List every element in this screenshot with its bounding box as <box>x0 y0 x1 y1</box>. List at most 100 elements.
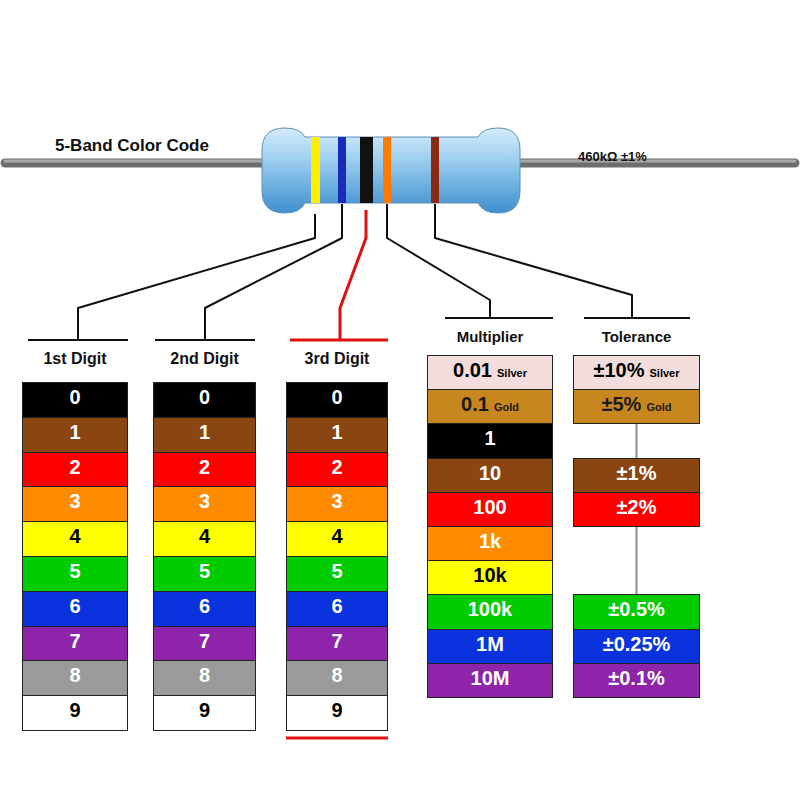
color-cell: 0 <box>22 382 128 418</box>
cell-value: 1 <box>484 427 495 450</box>
color-cell: 1 <box>153 417 256 453</box>
color-cell: 8 <box>286 660 388 696</box>
color-cell: 6 <box>22 591 128 627</box>
cell-value: 10k <box>473 564 506 587</box>
color-cell: 3 <box>286 486 388 522</box>
cell-value: 4 <box>199 525 210 548</box>
cell-value: 3 <box>69 490 80 513</box>
digit-column: 3rd Digit 0 1 2 3 4 5 6 7 8 9 <box>286 345 388 732</box>
color-cell: 0.1Gold <box>427 389 553 424</box>
multiplier-column: Multiplier 0.01 Silver 0.1Gold 1 10 100 1k 10k 10… <box>427 322 553 699</box>
column-heading: Multiplier <box>427 322 553 350</box>
color-cell: 100 <box>427 492 553 527</box>
leader-line <box>205 204 342 340</box>
cell-value: 9 <box>69 699 80 722</box>
color-cell: 1k <box>427 526 553 561</box>
color-cell: 1 <box>427 423 553 459</box>
cell-color-name: Gold <box>646 401 671 413</box>
cell-value: 6 <box>69 595 80 618</box>
cell-value: ±1% <box>617 462 657 485</box>
color-cell: 0 <box>153 382 256 418</box>
cell-value: ±2% <box>617 496 657 519</box>
cell-value: 5 <box>199 560 210 583</box>
color-cell: 9 <box>153 695 256 731</box>
color-cell: ±1% <box>573 458 700 493</box>
color-cell: 0.01 Silver <box>427 355 553 390</box>
cell-value: 9 <box>199 699 210 722</box>
color-cell: ±2% <box>573 492 700 527</box>
cell-value: 7 <box>199 630 210 653</box>
cell-value: 3 <box>199 490 210 513</box>
cell-value: 6 <box>331 595 342 618</box>
bottom-rule <box>286 737 388 740</box>
column-heading: 3rd Digit <box>286 345 388 373</box>
cell-value: 100k <box>468 598 513 621</box>
column-heading-text: 3rd Digit <box>305 350 370 368</box>
cell-value: 0 <box>331 386 342 409</box>
color-cell: 5 <box>153 556 256 592</box>
column-heading-text: 2nd Digit <box>170 350 238 368</box>
color-cell: 7 <box>153 626 256 661</box>
cell-value: ±0.5% <box>608 598 665 621</box>
cell-value: 2 <box>199 456 210 479</box>
color-cell: 7 <box>286 626 388 661</box>
cell-value: 1M <box>476 633 504 656</box>
cell-value: 10M <box>471 667 510 690</box>
color-cell: 6 <box>153 591 256 627</box>
heading-rule <box>290 339 388 342</box>
cell-value: 2 <box>331 456 342 479</box>
cell-value: 1 <box>331 421 342 444</box>
cell-value: 0.01 <box>453 359 492 382</box>
cell-color-name: Silver <box>650 367 680 379</box>
cell-value: 8 <box>331 664 342 687</box>
color-cell: 1 <box>22 417 128 453</box>
band-yellow <box>311 120 320 220</box>
cell-value: 6 <box>199 595 210 618</box>
cell-value: 1 <box>199 421 210 444</box>
cell-value: 5 <box>69 560 80 583</box>
color-cell: 4 <box>22 521 128 557</box>
color-cell: 9 <box>22 695 128 731</box>
cell-color-name: Silver <box>497 367 527 379</box>
cell-value: 4 <box>331 525 342 548</box>
value-label: 460kΩ ±1% <box>578 149 647 164</box>
color-cell: 10M <box>427 663 553 698</box>
column-heading: Tolerance <box>573 322 700 350</box>
cell-value: ±0.25% <box>603 633 671 656</box>
color-cell: ±5%Gold <box>573 389 700 424</box>
column-heading: 1st Digit <box>22 345 128 373</box>
cell-value: 8 <box>199 664 210 687</box>
color-cell: ±0.5% <box>573 594 700 630</box>
leader-lines <box>78 204 632 340</box>
color-cell: 7 <box>22 626 128 661</box>
color-cell: 1M <box>427 629 553 664</box>
color-cell: 6 <box>286 591 388 627</box>
column-heading-text: 1st Digit <box>43 350 106 368</box>
cell-value: 3 <box>331 490 342 513</box>
cell-value: 5 <box>331 560 342 583</box>
color-cell: 3 <box>22 486 128 522</box>
cell-value: 9 <box>331 699 342 722</box>
color-cell: 5 <box>22 556 128 592</box>
color-cell: 9 <box>286 695 388 731</box>
color-cell: 0 <box>286 382 388 418</box>
cell-value: 100 <box>473 496 506 519</box>
diagram-title: 5-Band Color Code <box>55 136 209 155</box>
color-cell: 2 <box>153 452 256 487</box>
cell-value: 1k <box>479 530 501 553</box>
color-cell: 1 <box>286 417 388 453</box>
leader-line <box>435 204 632 318</box>
label-box: 460kΩ ±1% <box>578 147 647 165</box>
tolerance-connector <box>636 424 638 458</box>
heading-rule <box>584 317 690 319</box>
color-cell: 5 <box>286 556 388 592</box>
tolerance-column: Tolerance±10%Silver±5%Gold±1%±2%±0.5%±0.… <box>573 322 700 699</box>
cell-value: 8 <box>69 664 80 687</box>
cell-value: 0 <box>199 386 210 409</box>
color-cell: 3 <box>153 486 256 522</box>
color-cell: 4 <box>153 521 256 557</box>
color-cell: 100k <box>427 594 553 630</box>
color-cell: 10 <box>427 458 553 493</box>
tolerance-connector <box>636 527 638 594</box>
